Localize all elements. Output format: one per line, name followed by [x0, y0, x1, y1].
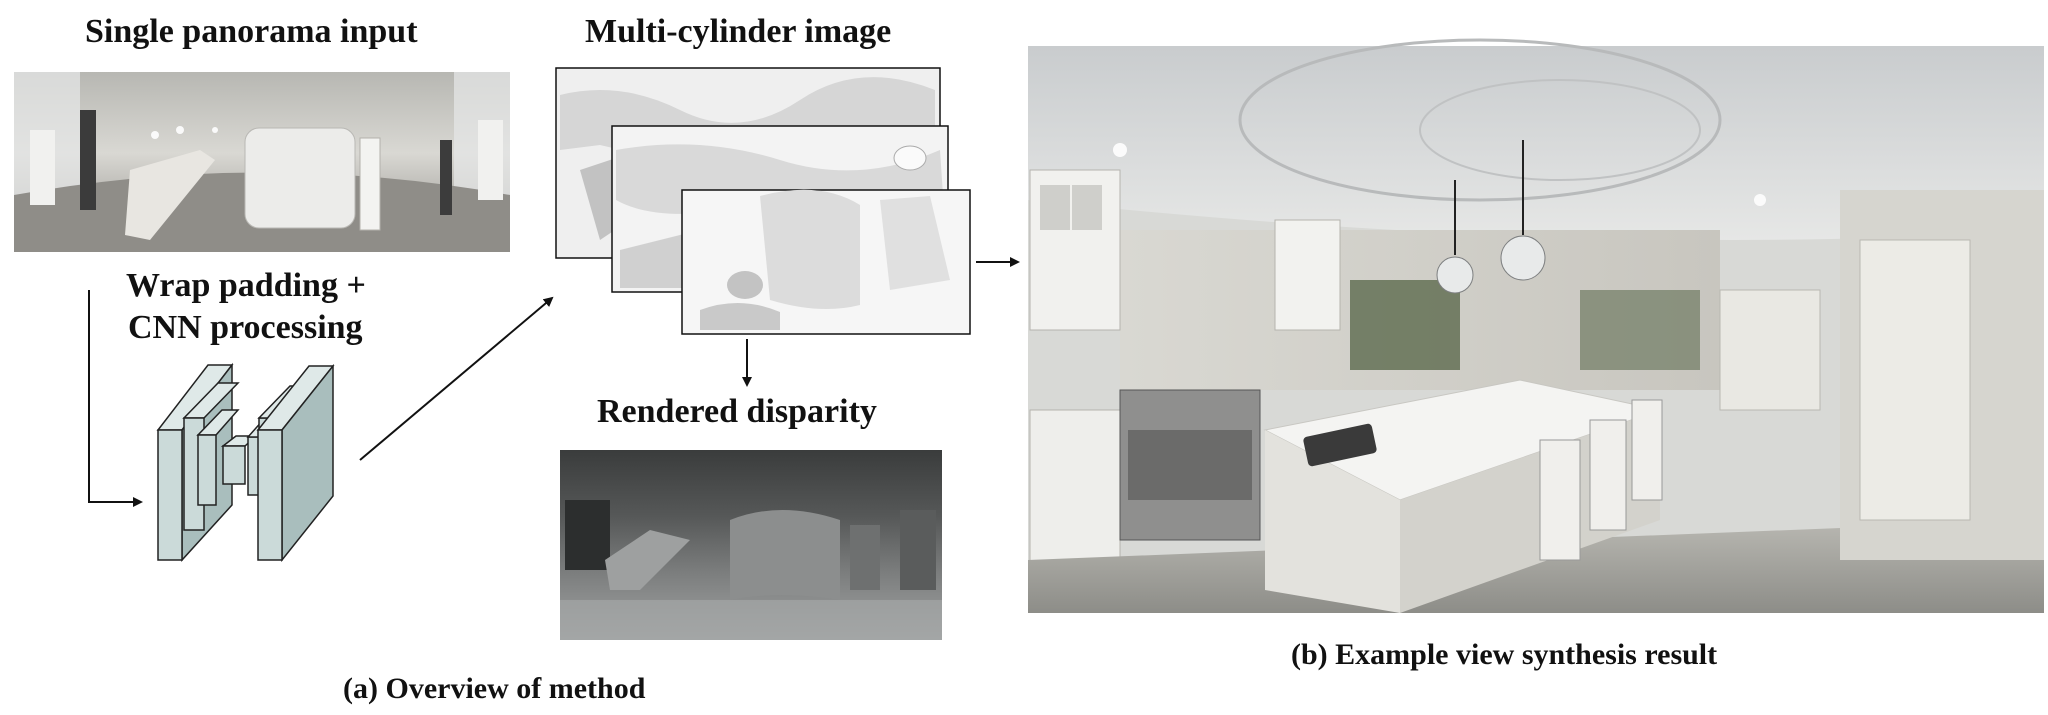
panorama-input-image	[14, 72, 510, 252]
caption-a: (a) Overview of method	[343, 672, 646, 705]
view-synthesis-result-image	[1028, 38, 2044, 613]
disparity-title: Rendered disparity	[597, 393, 877, 430]
cnn-title-line2: CNN processing	[128, 309, 363, 346]
arrow-input-to-cnn	[88, 290, 143, 507]
input-title: Single panorama input	[85, 13, 418, 50]
cnn-title-line1: Wrap padding +	[126, 267, 366, 304]
caption-b: (b) Example view synthesis result	[1291, 638, 1718, 671]
cnn-diagram	[156, 362, 335, 563]
mci-layer-front	[681, 189, 971, 335]
mci-title: Multi-cylinder image	[585, 13, 892, 50]
rendered-disparity-image	[560, 450, 942, 640]
arrow-cnn-to-mci	[359, 296, 554, 461]
